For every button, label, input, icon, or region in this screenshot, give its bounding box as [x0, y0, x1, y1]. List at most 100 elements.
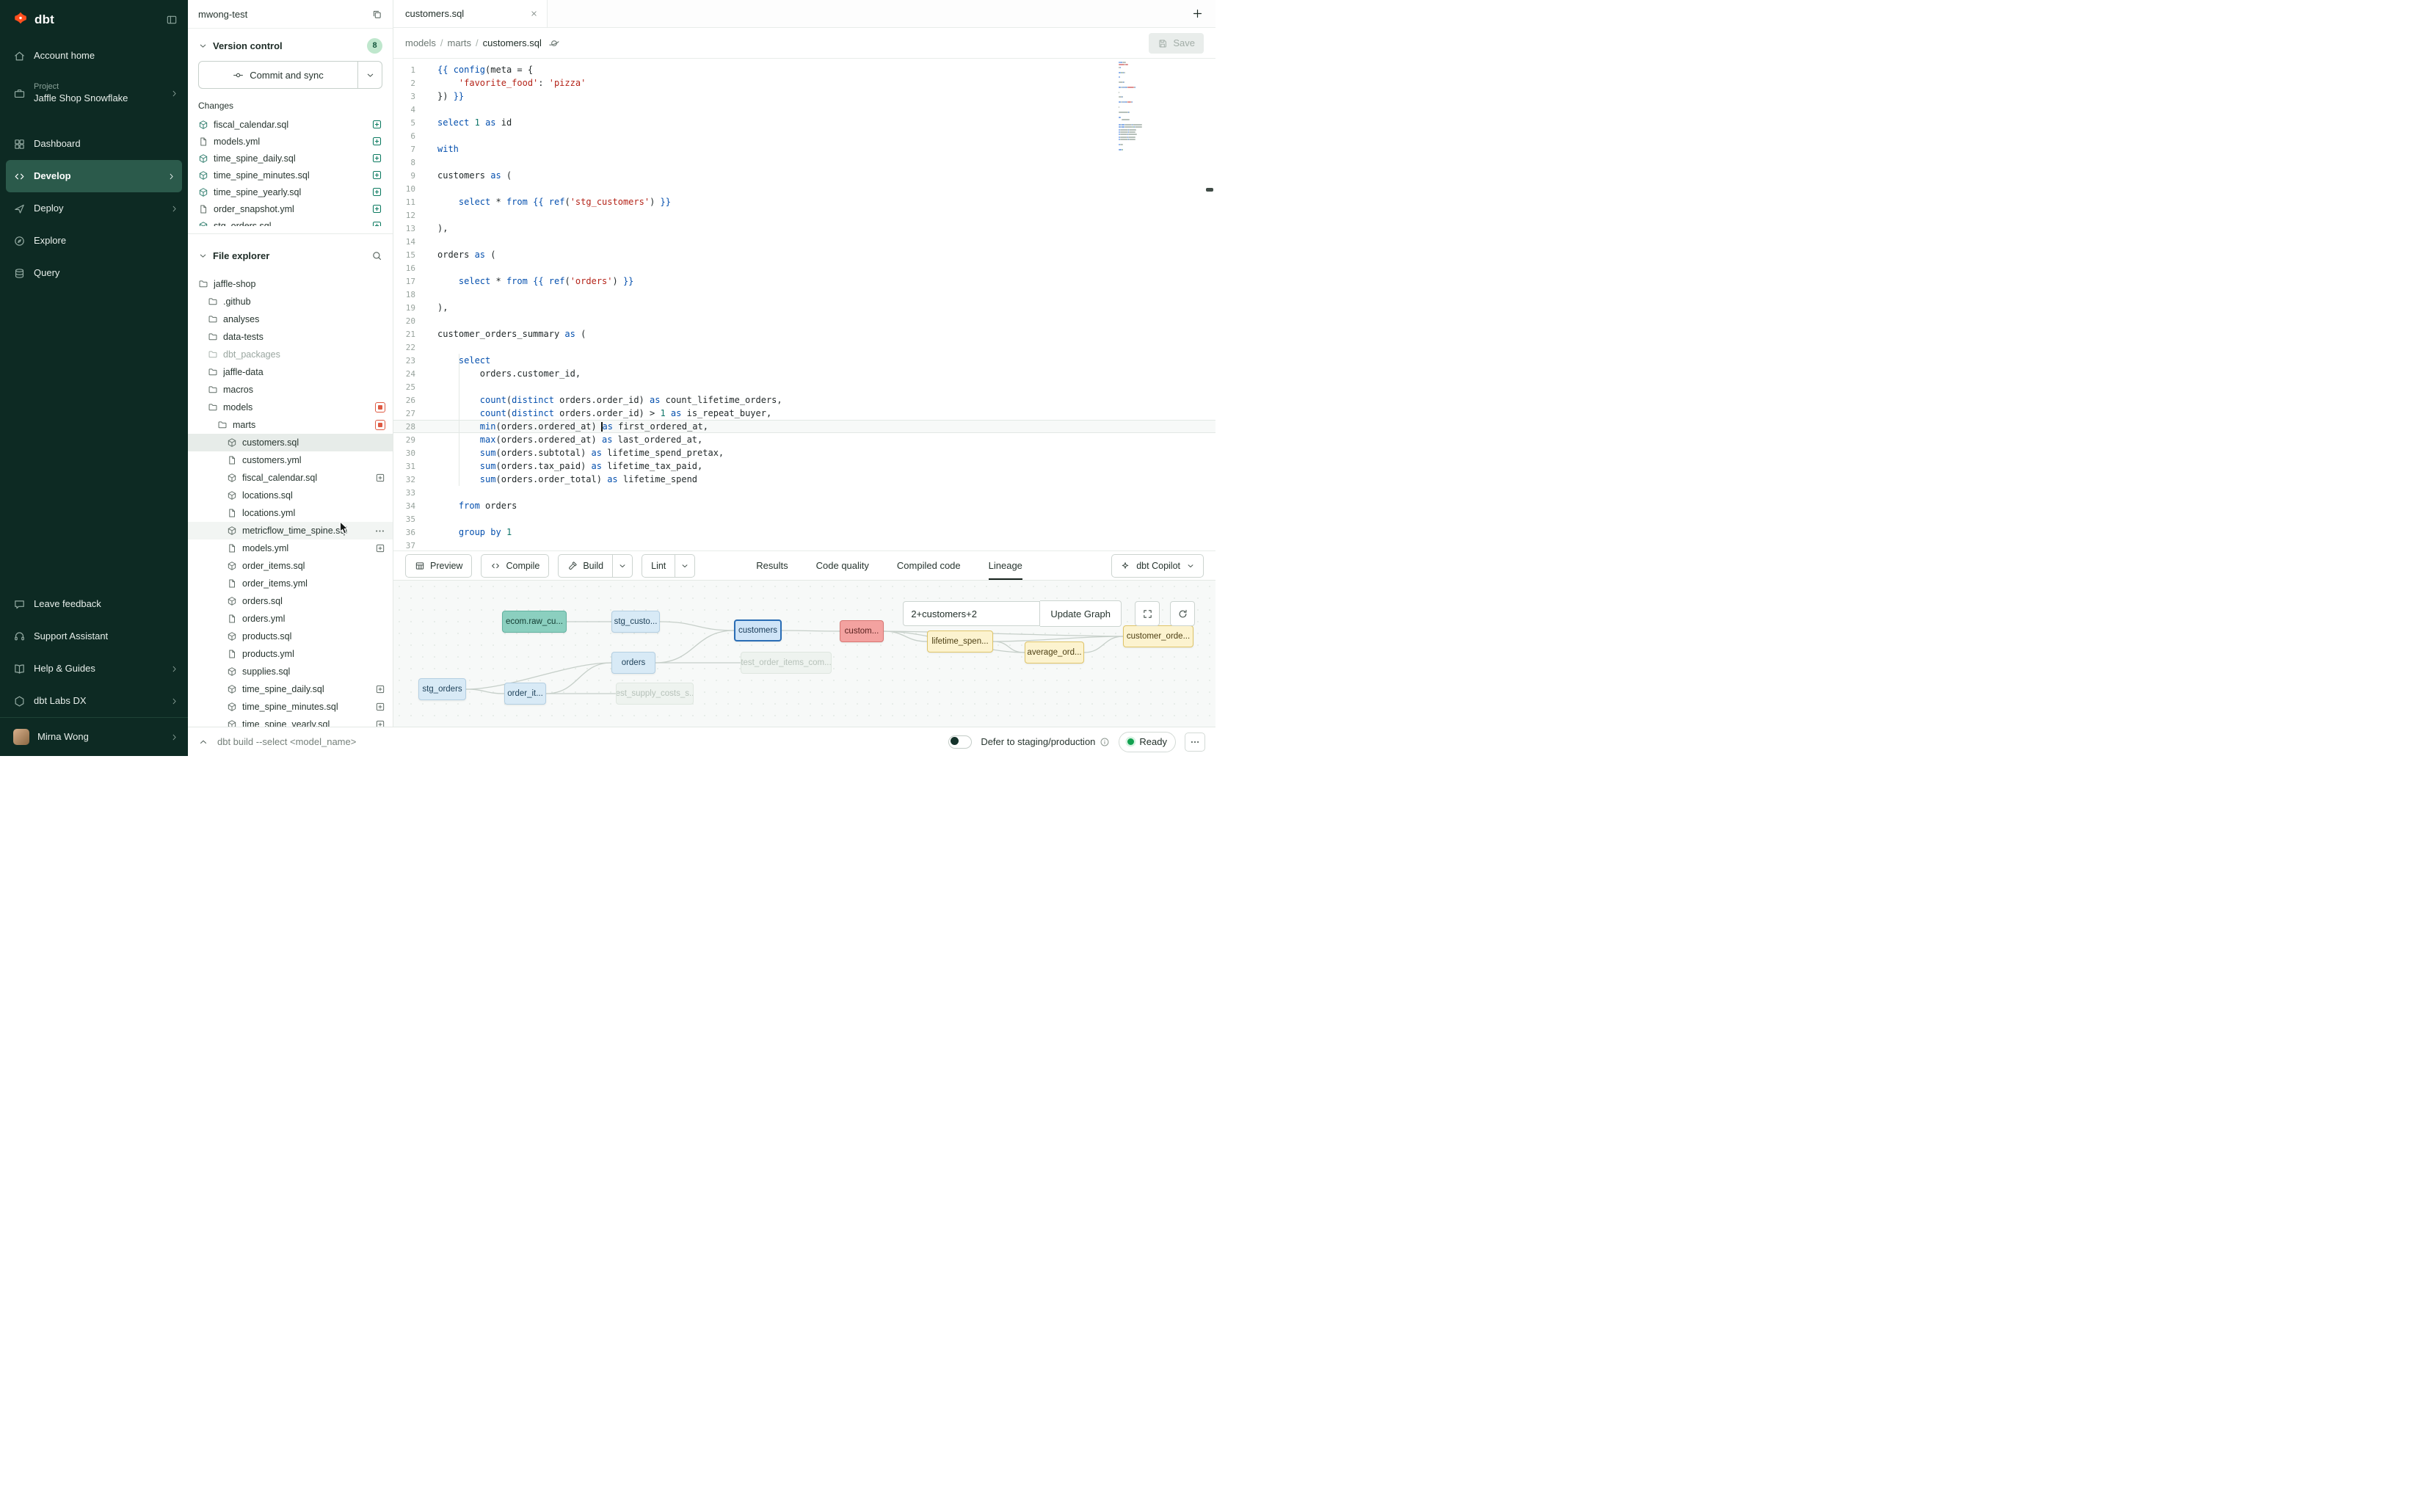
stage-file-button[interactable]: [371, 186, 382, 197]
more-options-button[interactable]: [1185, 733, 1205, 752]
stage-file-button[interactable]: [375, 473, 385, 483]
sidebar-item-dbt-labs-dx[interactable]: dbt Labs DX: [0, 685, 188, 717]
sidebar-item-leave-feedback[interactable]: Leave feedback: [0, 588, 188, 620]
sidebar-item-user[interactable]: Mirna Wong: [0, 717, 188, 756]
code-editor[interactable]: 1{{ config(meta = {2 'favorite_food': 'p…: [393, 59, 1216, 550]
sidebar-item-query[interactable]: Query: [0, 257, 188, 289]
tree-item-data-tests[interactable]: data-tests: [188, 328, 393, 346]
tree-item-fiscal_calendar.sql[interactable]: fiscal_calendar.sql: [188, 469, 393, 487]
lineage-node-custom[interactable]: custom...: [840, 620, 884, 642]
tree-item-locations.sql[interactable]: locations.sql: [188, 487, 393, 504]
tree-item-jaffle-data[interactable]: jaffle-data: [188, 363, 393, 381]
editor-minimap[interactable]: [1119, 62, 1163, 153]
compile-button[interactable]: Compile: [481, 554, 549, 578]
sidebar-item-dashboard[interactable]: Dashboard: [0, 128, 188, 160]
update-graph-button[interactable]: Update Graph: [1040, 600, 1122, 627]
stage-file-button[interactable]: [375, 719, 385, 727]
lineage-node-order-it[interactable]: order_it...: [504, 683, 546, 705]
tab-compiled-code[interactable]: Compiled code: [883, 551, 975, 580]
stage-file-button[interactable]: [371, 220, 382, 226]
lineage-node-customer-orde[interactable]: customer_orde...: [1123, 625, 1193, 647]
new-tab-button[interactable]: [1191, 7, 1204, 20]
changed-file-time_spine_yearly.sql[interactable]: time_spine_yearly.sql: [198, 183, 382, 200]
sidebar-item-support-assistant[interactable]: Support Assistant: [0, 620, 188, 653]
breadcrumb-customers.sql[interactable]: customers.sql: [483, 37, 542, 48]
changed-file-models.yml[interactable]: models.yml: [198, 133, 382, 150]
refresh-graph-button[interactable]: [1170, 601, 1195, 626]
tree-item-products.yml[interactable]: products.yml: [188, 645, 393, 663]
tab-results[interactable]: Results: [742, 551, 802, 580]
sidebar-item-explore[interactable]: Explore: [0, 225, 188, 257]
breadcrumb-marts[interactable]: marts: [448, 37, 472, 48]
changed-file-fiscal_calendar.sql[interactable]: fiscal_calendar.sql: [198, 116, 382, 133]
stage-file-button[interactable]: [375, 702, 385, 712]
tree-item-customers.yml[interactable]: customers.yml: [188, 451, 393, 469]
lint-button[interactable]: Lint: [642, 554, 695, 578]
tree-item-time_spine_yearly.sql[interactable]: time_spine_yearly.sql: [188, 716, 393, 727]
tab-customers-sql[interactable]: customers.sql: [393, 0, 548, 27]
file-menu-button[interactable]: [374, 526, 385, 537]
tree-item-orders.sql[interactable]: orders.sql: [188, 592, 393, 610]
changed-file-time_spine_minutes.sql[interactable]: time_spine_minutes.sql: [198, 167, 382, 183]
lineage-selector-input[interactable]: [903, 601, 1040, 626]
lineage-node-test-supply-costs-s[interactable]: test_supply_costs_s...: [616, 683, 694, 705]
tree-item-order_items.yml[interactable]: order_items.yml: [188, 575, 393, 592]
tree-item-supplies.sql[interactable]: supplies.sql: [188, 663, 393, 680]
build-options-button[interactable]: [612, 555, 632, 577]
fullscreen-button[interactable]: [1135, 601, 1160, 626]
copy-branch-button[interactable]: [371, 9, 382, 20]
info-icon[interactable]: [1100, 737, 1110, 747]
file-explorer-header[interactable]: File explorer: [188, 243, 393, 268]
tree-item-orders.yml[interactable]: orders.yml: [188, 610, 393, 628]
breadcrumb-models[interactable]: models: [405, 37, 436, 48]
tree-item-models[interactable]: models: [188, 399, 393, 416]
dbt-copilot-button[interactable]: dbt Copilot: [1111, 554, 1204, 578]
commit-and-sync-button[interactable]: Commit and sync: [198, 61, 382, 89]
lineage-node-ecom-raw-cu[interactable]: ecom.raw_cu...: [502, 611, 567, 633]
stage-file-button[interactable]: [371, 153, 382, 164]
lineage-node-orders[interactable]: orders: [611, 652, 655, 674]
tree-item-order_items.sql[interactable]: order_items.sql: [188, 557, 393, 575]
lineage-node-lifetime-spen[interactable]: lifetime_spen...: [927, 630, 993, 653]
tree-item-macros[interactable]: macros: [188, 381, 393, 399]
stage-file-button[interactable]: [371, 136, 382, 147]
build-button[interactable]: Build: [558, 554, 633, 578]
tree-item-jaffle-shop[interactable]: jaffle-shop: [188, 275, 393, 293]
lineage-node-customers[interactable]: customers: [734, 619, 782, 641]
stage-file-button[interactable]: [371, 119, 382, 130]
expand-command-bar-button[interactable]: [198, 737, 208, 747]
tree-item-dbt_packages[interactable]: dbt_packages: [188, 346, 393, 363]
lineage-node-stg-orders[interactable]: stg_orders: [418, 678, 466, 700]
tree-item-.github[interactable]: .github: [188, 293, 393, 310]
lineage-node-average-ord[interactable]: average_ord...: [1025, 641, 1084, 664]
tab-code-quality[interactable]: Code quality: [802, 551, 883, 580]
tab-lineage[interactable]: Lineage: [975, 551, 1036, 580]
sidebar-item-develop[interactable]: Develop: [6, 160, 182, 192]
preview-button[interactable]: Preview: [405, 554, 472, 578]
editor-scrollbar-thumb[interactable]: [1206, 188, 1213, 192]
ide-status-badge[interactable]: Ready: [1119, 732, 1176, 752]
stage-file-button[interactable]: [375, 684, 385, 694]
close-tab-button[interactable]: [530, 10, 538, 18]
model-lineage-icon[interactable]: [548, 37, 560, 49]
tree-item-locations.yml[interactable]: locations.yml: [188, 504, 393, 522]
tree-item-customers.sql[interactable]: customers.sql: [188, 434, 393, 451]
collapse-sidebar-button[interactable]: [166, 14, 178, 26]
defer-toggle[interactable]: [948, 735, 972, 749]
tree-item-metricflow_time_spine.sql[interactable]: metricflow_time_spine.sql: [188, 522, 393, 539]
sidebar-item-deploy[interactable]: Deploy: [0, 192, 188, 225]
tree-item-analyses[interactable]: analyses: [188, 310, 393, 328]
search-files-button[interactable]: [371, 250, 382, 261]
commit-options-button[interactable]: [357, 62, 382, 88]
changed-file-time_spine_daily.sql[interactable]: time_spine_daily.sql: [198, 150, 382, 167]
sidebar-item-project[interactable]: ProjectJaffle Shop Snowflake: [0, 72, 188, 115]
lineage-node-test-order-items-com[interactable]: test_order_items_com...: [741, 652, 832, 674]
lineage-node-stg-custo[interactable]: stg_custo...: [611, 611, 660, 633]
tree-item-time_spine_minutes.sql[interactable]: time_spine_minutes.sql: [188, 698, 393, 716]
tree-item-marts[interactable]: marts: [188, 416, 393, 434]
stage-file-button[interactable]: [375, 543, 385, 553]
save-button[interactable]: Save: [1149, 33, 1204, 54]
tree-item-time_spine_daily.sql[interactable]: time_spine_daily.sql: [188, 680, 393, 698]
tree-item-models.yml[interactable]: models.yml: [188, 539, 393, 557]
sidebar-item-account-home[interactable]: Account home: [0, 40, 188, 72]
